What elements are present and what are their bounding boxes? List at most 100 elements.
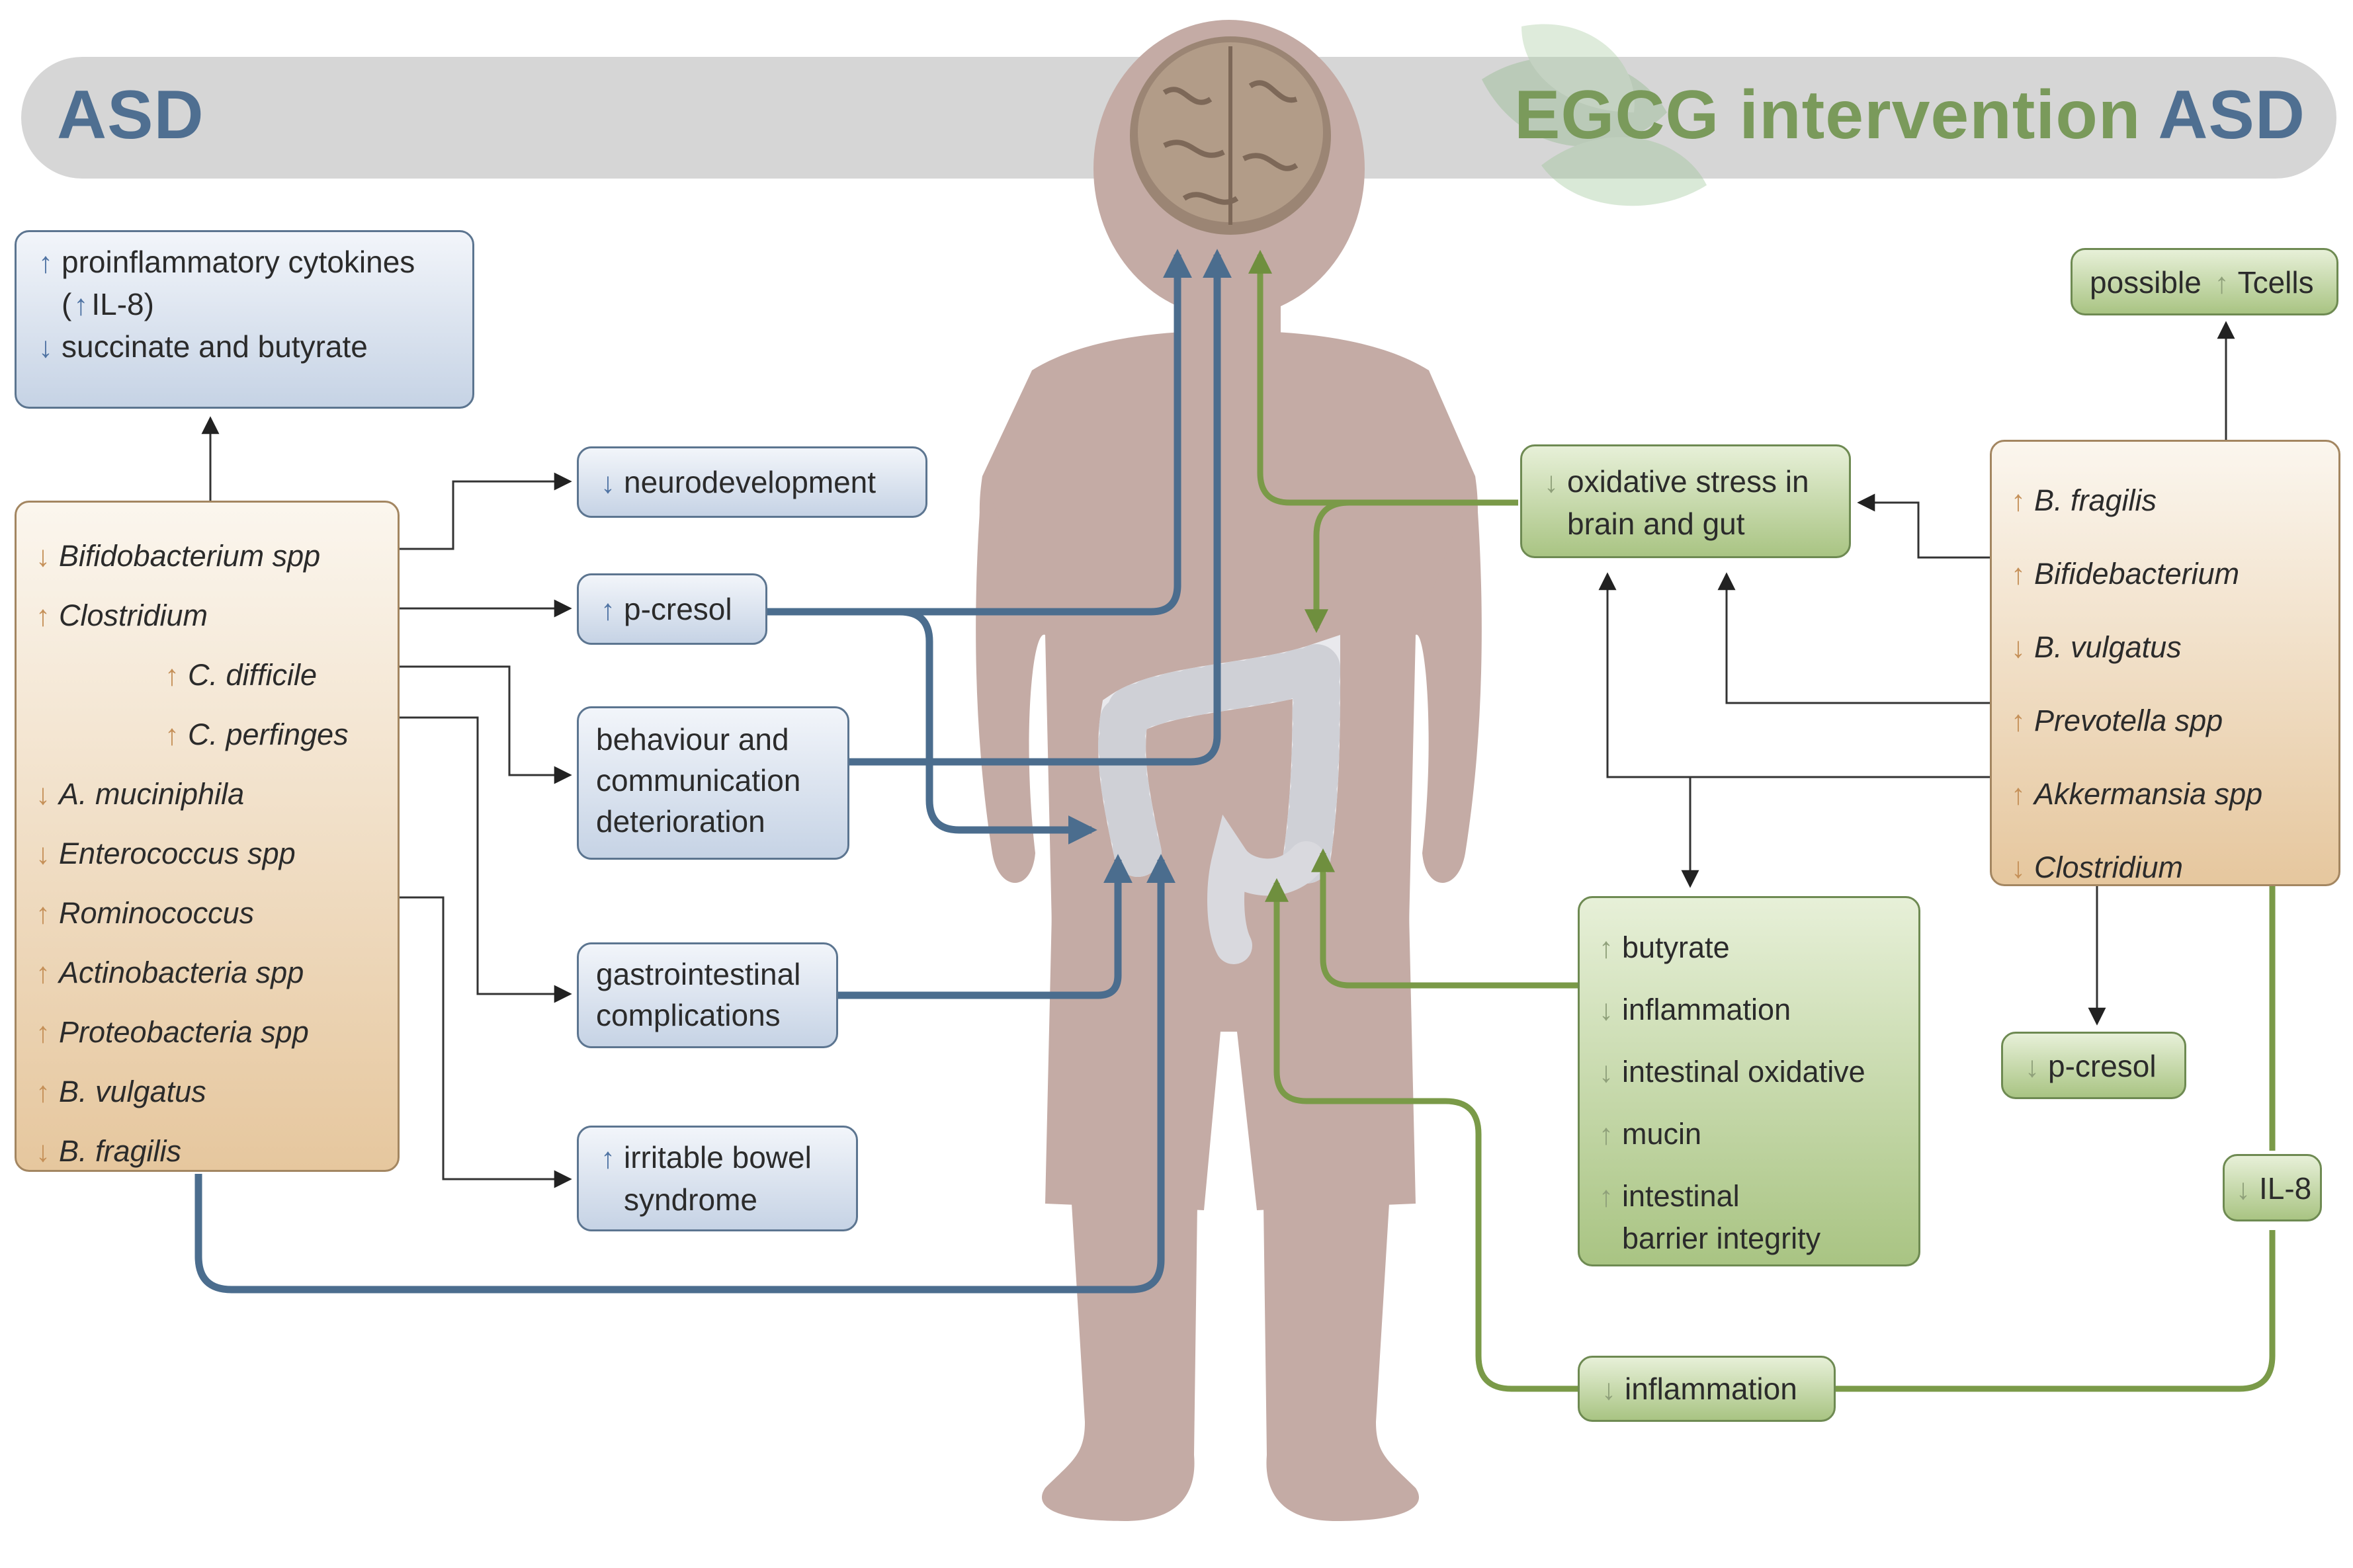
microbe-item-label: Enterococcus spp: [59, 837, 296, 870]
asd-title: ASD: [57, 77, 204, 153]
up-arrow-icon: ↑: [2214, 267, 2229, 300]
microbe-item-label: C. perfinges: [188, 718, 349, 751]
up-arrow-icon: ↑: [36, 897, 50, 930]
ibs-line-1: irritable bowel: [624, 1140, 812, 1175]
behaviour-box: behaviour and communication deterioratio…: [577, 706, 849, 860]
cytokines-line: proinflammatory cytokines: [62, 245, 415, 279]
microbe-item-label: Akkermansia spp: [2034, 777, 2263, 811]
egcg-microbes-box: ↑B. fragilis↑Bifidebacterium↓B. vulgatus…: [1990, 440, 2340, 886]
pcresol-egcg-box: ↓ p-cresol: [2001, 1032, 2186, 1099]
microbe-item: ↑Akkermansia spp: [2006, 758, 2324, 831]
up-arrow-icon: ↑: [1599, 1180, 1613, 1213]
microbe-item-label: Rominococcus: [59, 896, 255, 930]
egcg-title-green: EGCG intervention: [1514, 77, 2141, 153]
il8-line: IL-8): [91, 287, 154, 321]
down-arrow-icon: ↓: [1599, 1056, 1613, 1089]
microbe-item: ↑ B. vulgatus: [31, 1062, 383, 1122]
effect-item-label: barrier integrity: [1622, 1221, 1821, 1255]
microbe-item-label: C. difficile: [188, 658, 318, 692]
down-arrow-icon: ↓: [36, 540, 50, 573]
microbe-item-label: B. fragilis: [59, 1134, 182, 1168]
up-arrow-icon: ↑: [165, 719, 179, 751]
microbe-item: ↑ C. perfinges: [31, 705, 383, 764]
effect-item-label: intestinal: [1622, 1179, 1740, 1213]
microbe-item-label: B. fragilis: [2034, 483, 2157, 517]
egcg-pathways: [1248, 249, 2276, 1392]
gastro-line-2: complications: [596, 998, 781, 1032]
neurodevelopment-label: neurodevelopment: [624, 465, 877, 499]
intestinal-effects-box: ↑butyrate↓inflammation↓intestinal oxidat…: [1578, 896, 1920, 1266]
down-arrow-icon: ↓: [1599, 994, 1613, 1026]
down-arrow-icon: ↓: [36, 838, 50, 870]
microbe-item-label: Clostridium: [2034, 850, 2184, 884]
cytokines-box: ↑proinflammatory cytokines (↑IL-8) ↓succ…: [15, 230, 474, 409]
up-arrow-icon: ↑: [73, 289, 89, 321]
up-arrow-icon: ↑: [36, 1076, 50, 1108]
behaviour-line-3: deterioration: [596, 804, 765, 839]
oxidative-line-1: oxidative stress in: [1567, 464, 1809, 499]
up-arrow-icon: ↑: [2011, 558, 2026, 591]
microbe-item: ↓Clostridium: [2006, 831, 2324, 905]
effect-item: ↑butyrate: [1594, 917, 1904, 979]
microbe-item: ↑ Clostridium: [31, 586, 383, 645]
asd-microbes-box: ↓ Bifidobacterium spp ↑ Clostridium ↑ C. diff…: [15, 501, 400, 1172]
down-arrow-icon: ↓: [36, 1135, 50, 1168]
intestinal-effects-list: ↑butyrate↓inflammation↓intestinal oxidat…: [1580, 898, 1918, 1269]
effect-item: barrier integrity: [1594, 1208, 1904, 1269]
tcells-suffix: Tcells: [2237, 265, 2314, 300]
pcresol-asd-box: ↑ p-cresol: [577, 573, 767, 645]
asd-pathways: [194, 249, 1232, 1294]
egcg-microbes-list: ↑B. fragilis↑Bifidebacterium↓B. vulgatus…: [1992, 442, 2338, 905]
tcells-box: possible ↑Tcells: [2071, 248, 2338, 315]
ibs-line-2: syndrome: [624, 1182, 757, 1217]
asd-microbes-list: ↓ Bifidobacterium spp ↑ Clostridium ↑ C. diff…: [17, 503, 398, 1181]
microbe-item: ↓ Enterococcus spp: [31, 824, 383, 884]
inflammation-egcg-label: inflammation: [1625, 1372, 1797, 1406]
microbe-item-label: B. vulgatus: [2034, 630, 2182, 664]
il8-egcg-label: IL-8: [2259, 1171, 2312, 1206]
microbe-item: ↑Actinobacteria spp: [31, 943, 383, 1003]
microbe-item: ↑Proteobacteria spp: [31, 1003, 383, 1062]
down-arrow-icon: ↓: [2011, 852, 2026, 884]
microbe-item-label: B. vulgatus: [59, 1075, 206, 1108]
gastrointestinal-box: gastrointestinal complications: [577, 942, 838, 1048]
up-arrow-icon: ↑: [36, 600, 50, 632]
effect-item: ↓inflammation: [1594, 979, 1904, 1041]
up-arrow-icon: ↑: [601, 1142, 615, 1175]
microbe-item-label: Bifidobacterium spp: [59, 539, 321, 573]
ibs-box: ↑ irritable bowel syndrome: [577, 1126, 858, 1231]
microbe-item: ↑ C. difficile: [31, 645, 383, 705]
microbe-item: ↑ Rominococcus: [31, 884, 383, 943]
up-arrow-icon: ↑: [36, 957, 50, 989]
up-arrow-icon: ↑: [601, 594, 615, 626]
brain-icon: [1130, 36, 1331, 235]
down-arrow-icon: ↓: [36, 778, 50, 811]
microbe-item: ↓ Bifidobacterium spp: [31, 526, 383, 586]
down-arrow-icon: ↓: [2025, 1051, 2039, 1083]
microbe-item: ↓B. vulgatus: [2006, 611, 2324, 684]
microbe-item-label: Bifidebacterium: [2034, 557, 2240, 591]
il8-open-paren: (: [62, 287, 72, 321]
microbe-item-label: A. muciniphila: [59, 777, 245, 811]
microbe-item-label: Clostridium: [59, 598, 208, 632]
up-arrow-icon: ↑: [2011, 778, 2026, 811]
effect-item-label: butyrate: [1622, 930, 1730, 964]
il8-egcg-box: ↓IL-8: [2223, 1154, 2322, 1221]
up-arrow-icon: ↑: [2011, 485, 2026, 517]
down-arrow-icon: ↓: [1544, 466, 1559, 499]
up-arrow-icon: ↑: [38, 247, 53, 279]
effect-item-label: intestinal oxidative: [1622, 1055, 1865, 1089]
microbe-item: ↑Bifidebacterium: [2006, 538, 2324, 611]
down-arrow-icon: ↓: [1602, 1374, 1616, 1406]
tcells-prefix: possible: [2090, 265, 2202, 300]
gastro-line-1: gastrointestinal: [596, 957, 801, 991]
pcresol-asd-label: p-cresol: [624, 592, 732, 626]
up-arrow-icon: ↑: [2011, 705, 2026, 737]
pcresol-egcg-label: p-cresol: [2048, 1049, 2157, 1083]
up-arrow-icon: ↑: [165, 659, 179, 692]
microbe-item-label: Proteobacteria spp: [59, 1015, 309, 1049]
intestine-icon: [1098, 635, 1341, 964]
oxidative-line-2: brain and gut: [1567, 507, 1745, 541]
